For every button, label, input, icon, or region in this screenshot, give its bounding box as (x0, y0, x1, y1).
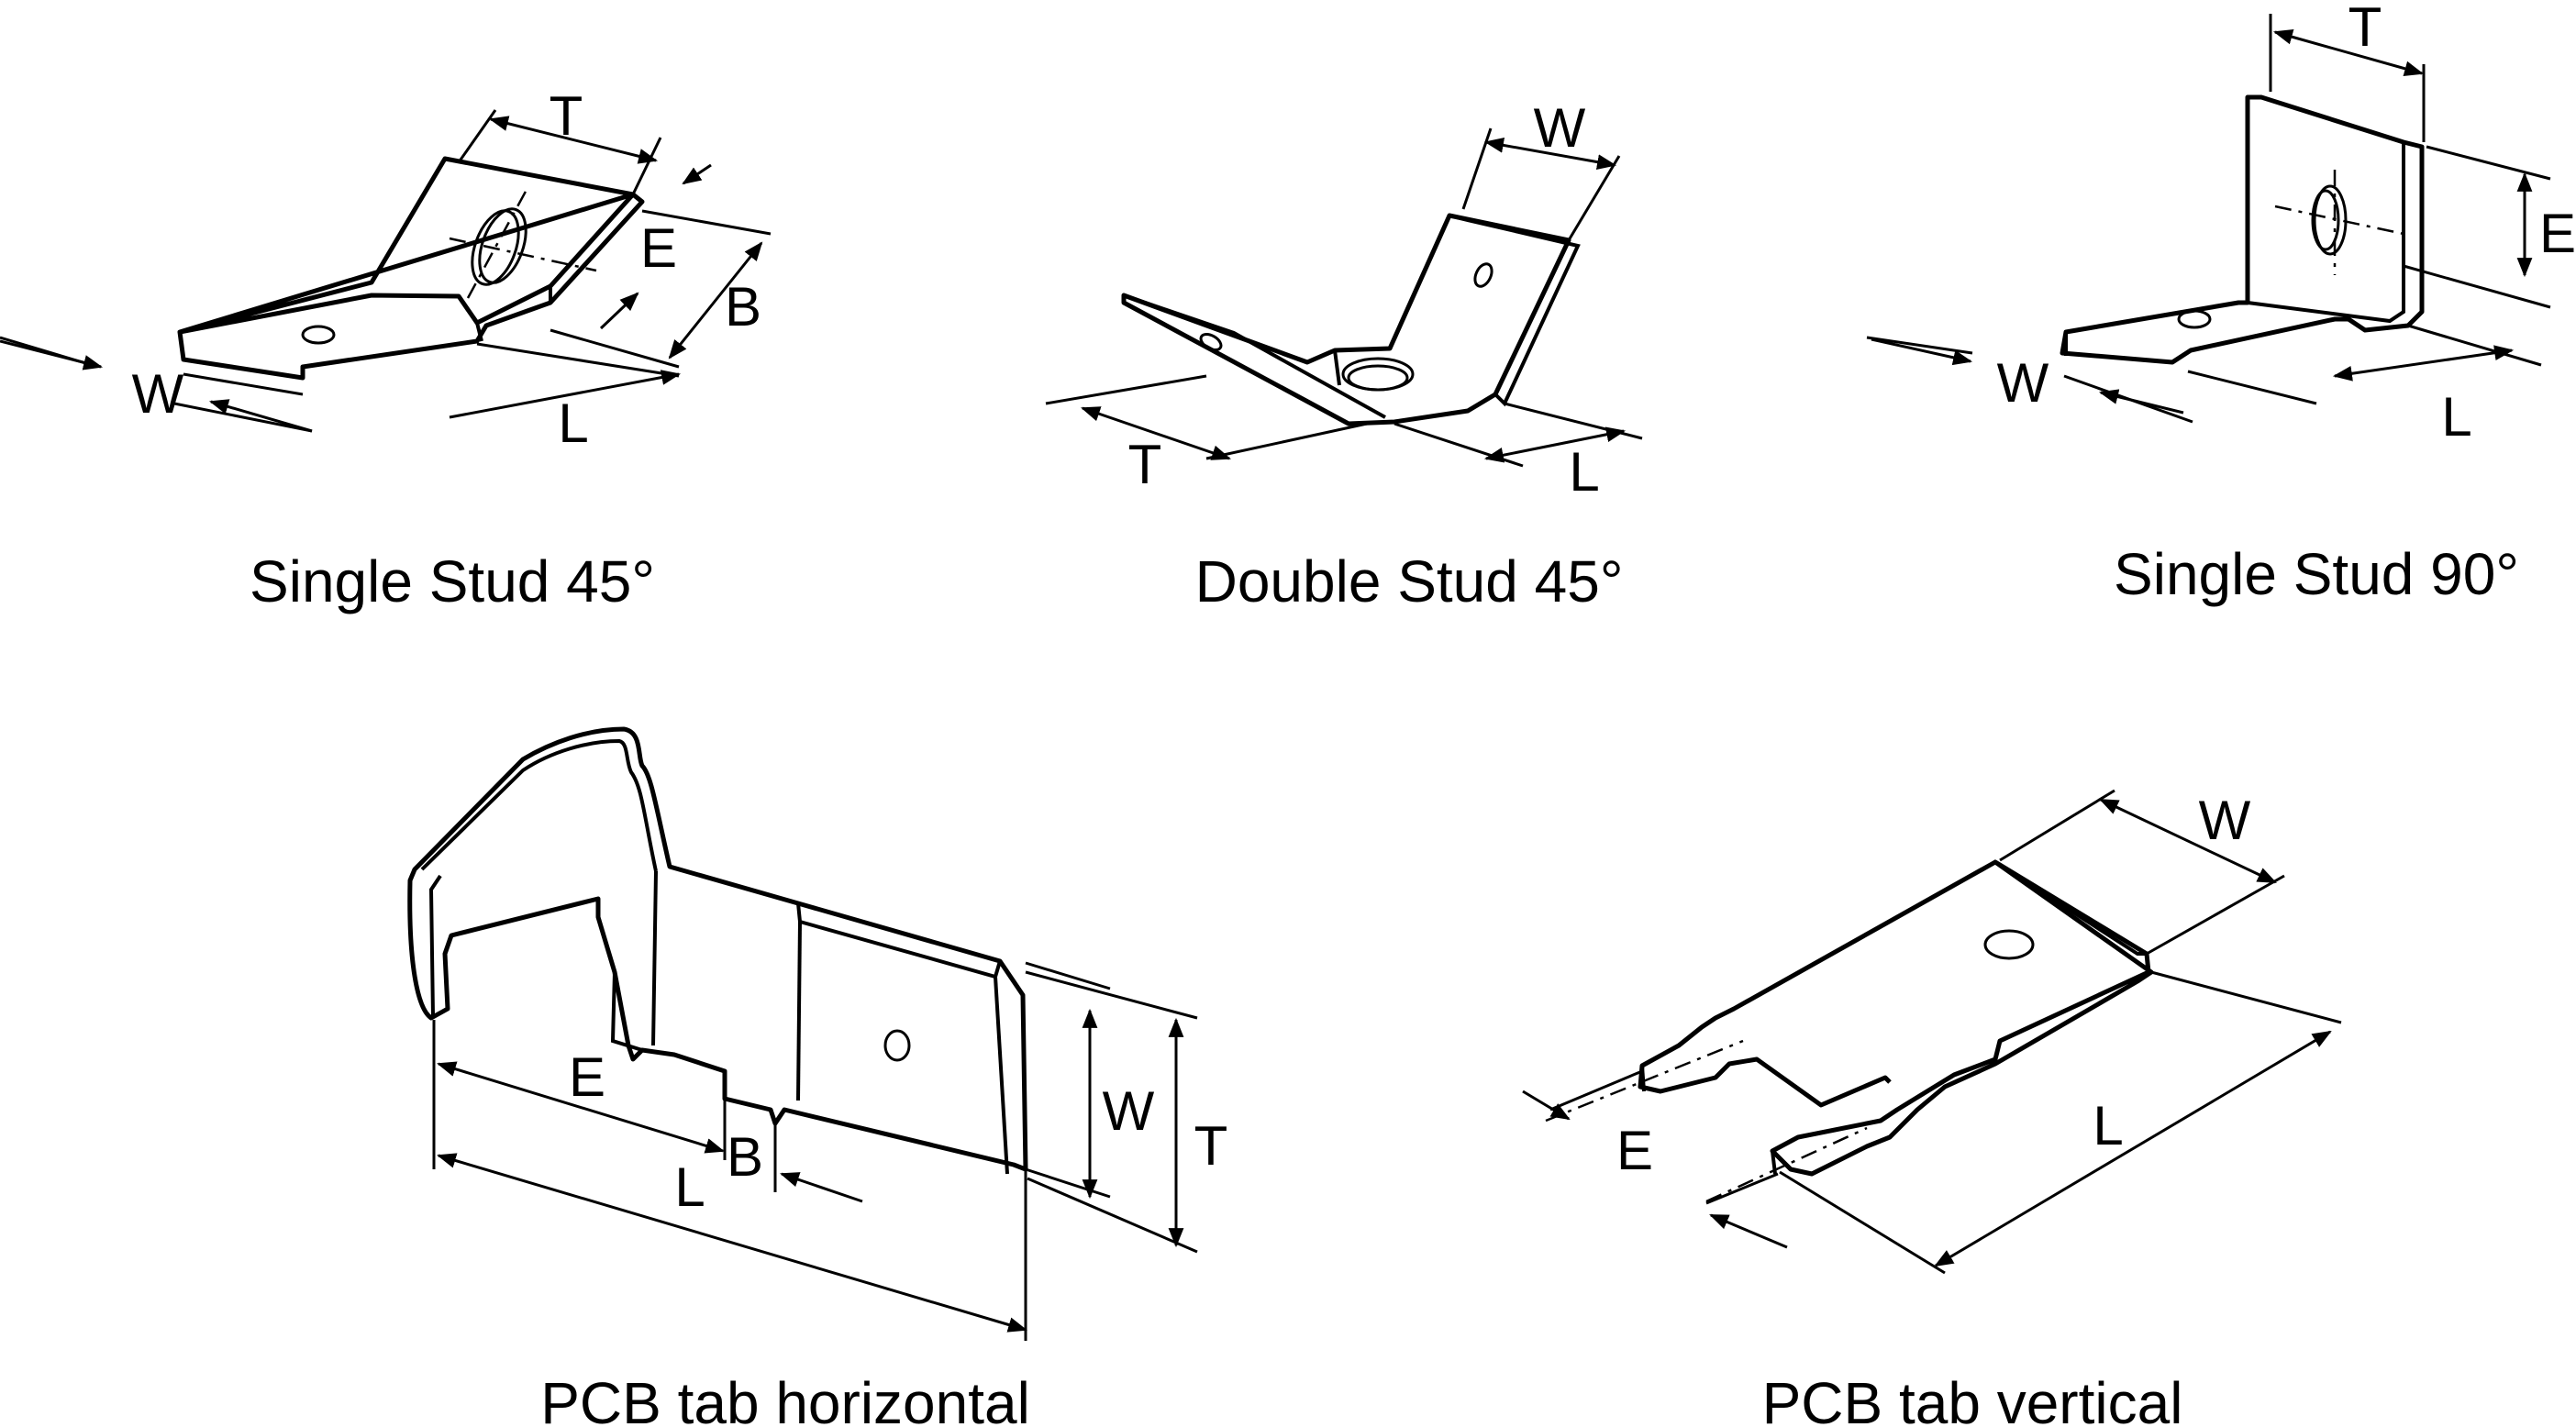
pcb-tab-horizontal-label-b: B (727, 1126, 763, 1188)
single-stud-45-label-e: E (640, 217, 677, 279)
pcb-tab-horizontal-dimensions: E B L W T (432, 961, 1228, 1341)
pcb-tab-vertical-label-l: L (2093, 1095, 2123, 1156)
double-stud-45-caption: Double Stud 45° (1195, 548, 1624, 614)
single-stud-45-label-t: T (550, 85, 583, 147)
double-stud-45-figure: W T L Double Stud 45° (1045, 97, 1643, 614)
single-stud-45-figure: T E B W L Single Stud 45° (0, 85, 772, 614)
single-stud-90-label-e: E (2539, 203, 2576, 264)
pcb-tab-horizontal-label-e: E (569, 1046, 605, 1108)
single-stud-45-caption: Single Stud 45° (250, 548, 655, 614)
double-stud-45-label-w: W (1534, 97, 1586, 159)
double-stud-45-label-t: T (1128, 434, 1162, 495)
single-stud-90-figure: T E W L Single Stud 90° (1866, 0, 2576, 607)
pcb-tab-vertical-caption: PCB tab vertical (1762, 1370, 2183, 1427)
single-stud-90-dimensions: T E W L (1866, 0, 2576, 448)
pcb-tab-horizontal-figure: E B L W T PCB tab horizontal (407, 726, 1228, 1427)
pcb-tab-vertical-label-e: E (1616, 1120, 1653, 1181)
double-stud-45-dimensions: W T L (1045, 97, 1643, 503)
pcb-tab-vertical-figure: W E L PCB tab vertical (1522, 789, 2342, 1427)
pcb-tab-horizontal-label-l: L (674, 1156, 705, 1218)
double-stud-45-terminal (1121, 213, 1581, 426)
single-stud-45-terminal (177, 156, 645, 381)
single-stud-90-label-l: L (2441, 386, 2471, 448)
pcb-tab-vertical-label-w: W (2199, 790, 2251, 851)
double-stud-45-label-l: L (1569, 441, 1599, 503)
single-stud-90-terminal (2060, 94, 2425, 365)
single-stud-45-label-l: L (558, 393, 588, 454)
pcb-tab-vertical-dimensions: W E L (1522, 789, 2342, 1275)
single-stud-45-label-b: B (725, 276, 761, 337)
pcb-tab-horizontal-label-t: T (1194, 1115, 1228, 1177)
single-stud-45-label-w: W (132, 363, 184, 425)
pcb-tab-horizontal-label-w: W (1103, 1080, 1155, 1142)
single-stud-90-caption: Single Stud 90° (2114, 541, 2519, 607)
pcb-tab-horizontal-terminal (407, 726, 1028, 1175)
single-stud-90-label-w: W (1997, 352, 2049, 414)
pcb-tab-horizontal-caption: PCB tab horizontal (540, 1370, 1030, 1427)
single-stud-90-label-t: T (2348, 0, 2382, 58)
single-stud-45-dimensions: T E B W L (0, 85, 772, 454)
